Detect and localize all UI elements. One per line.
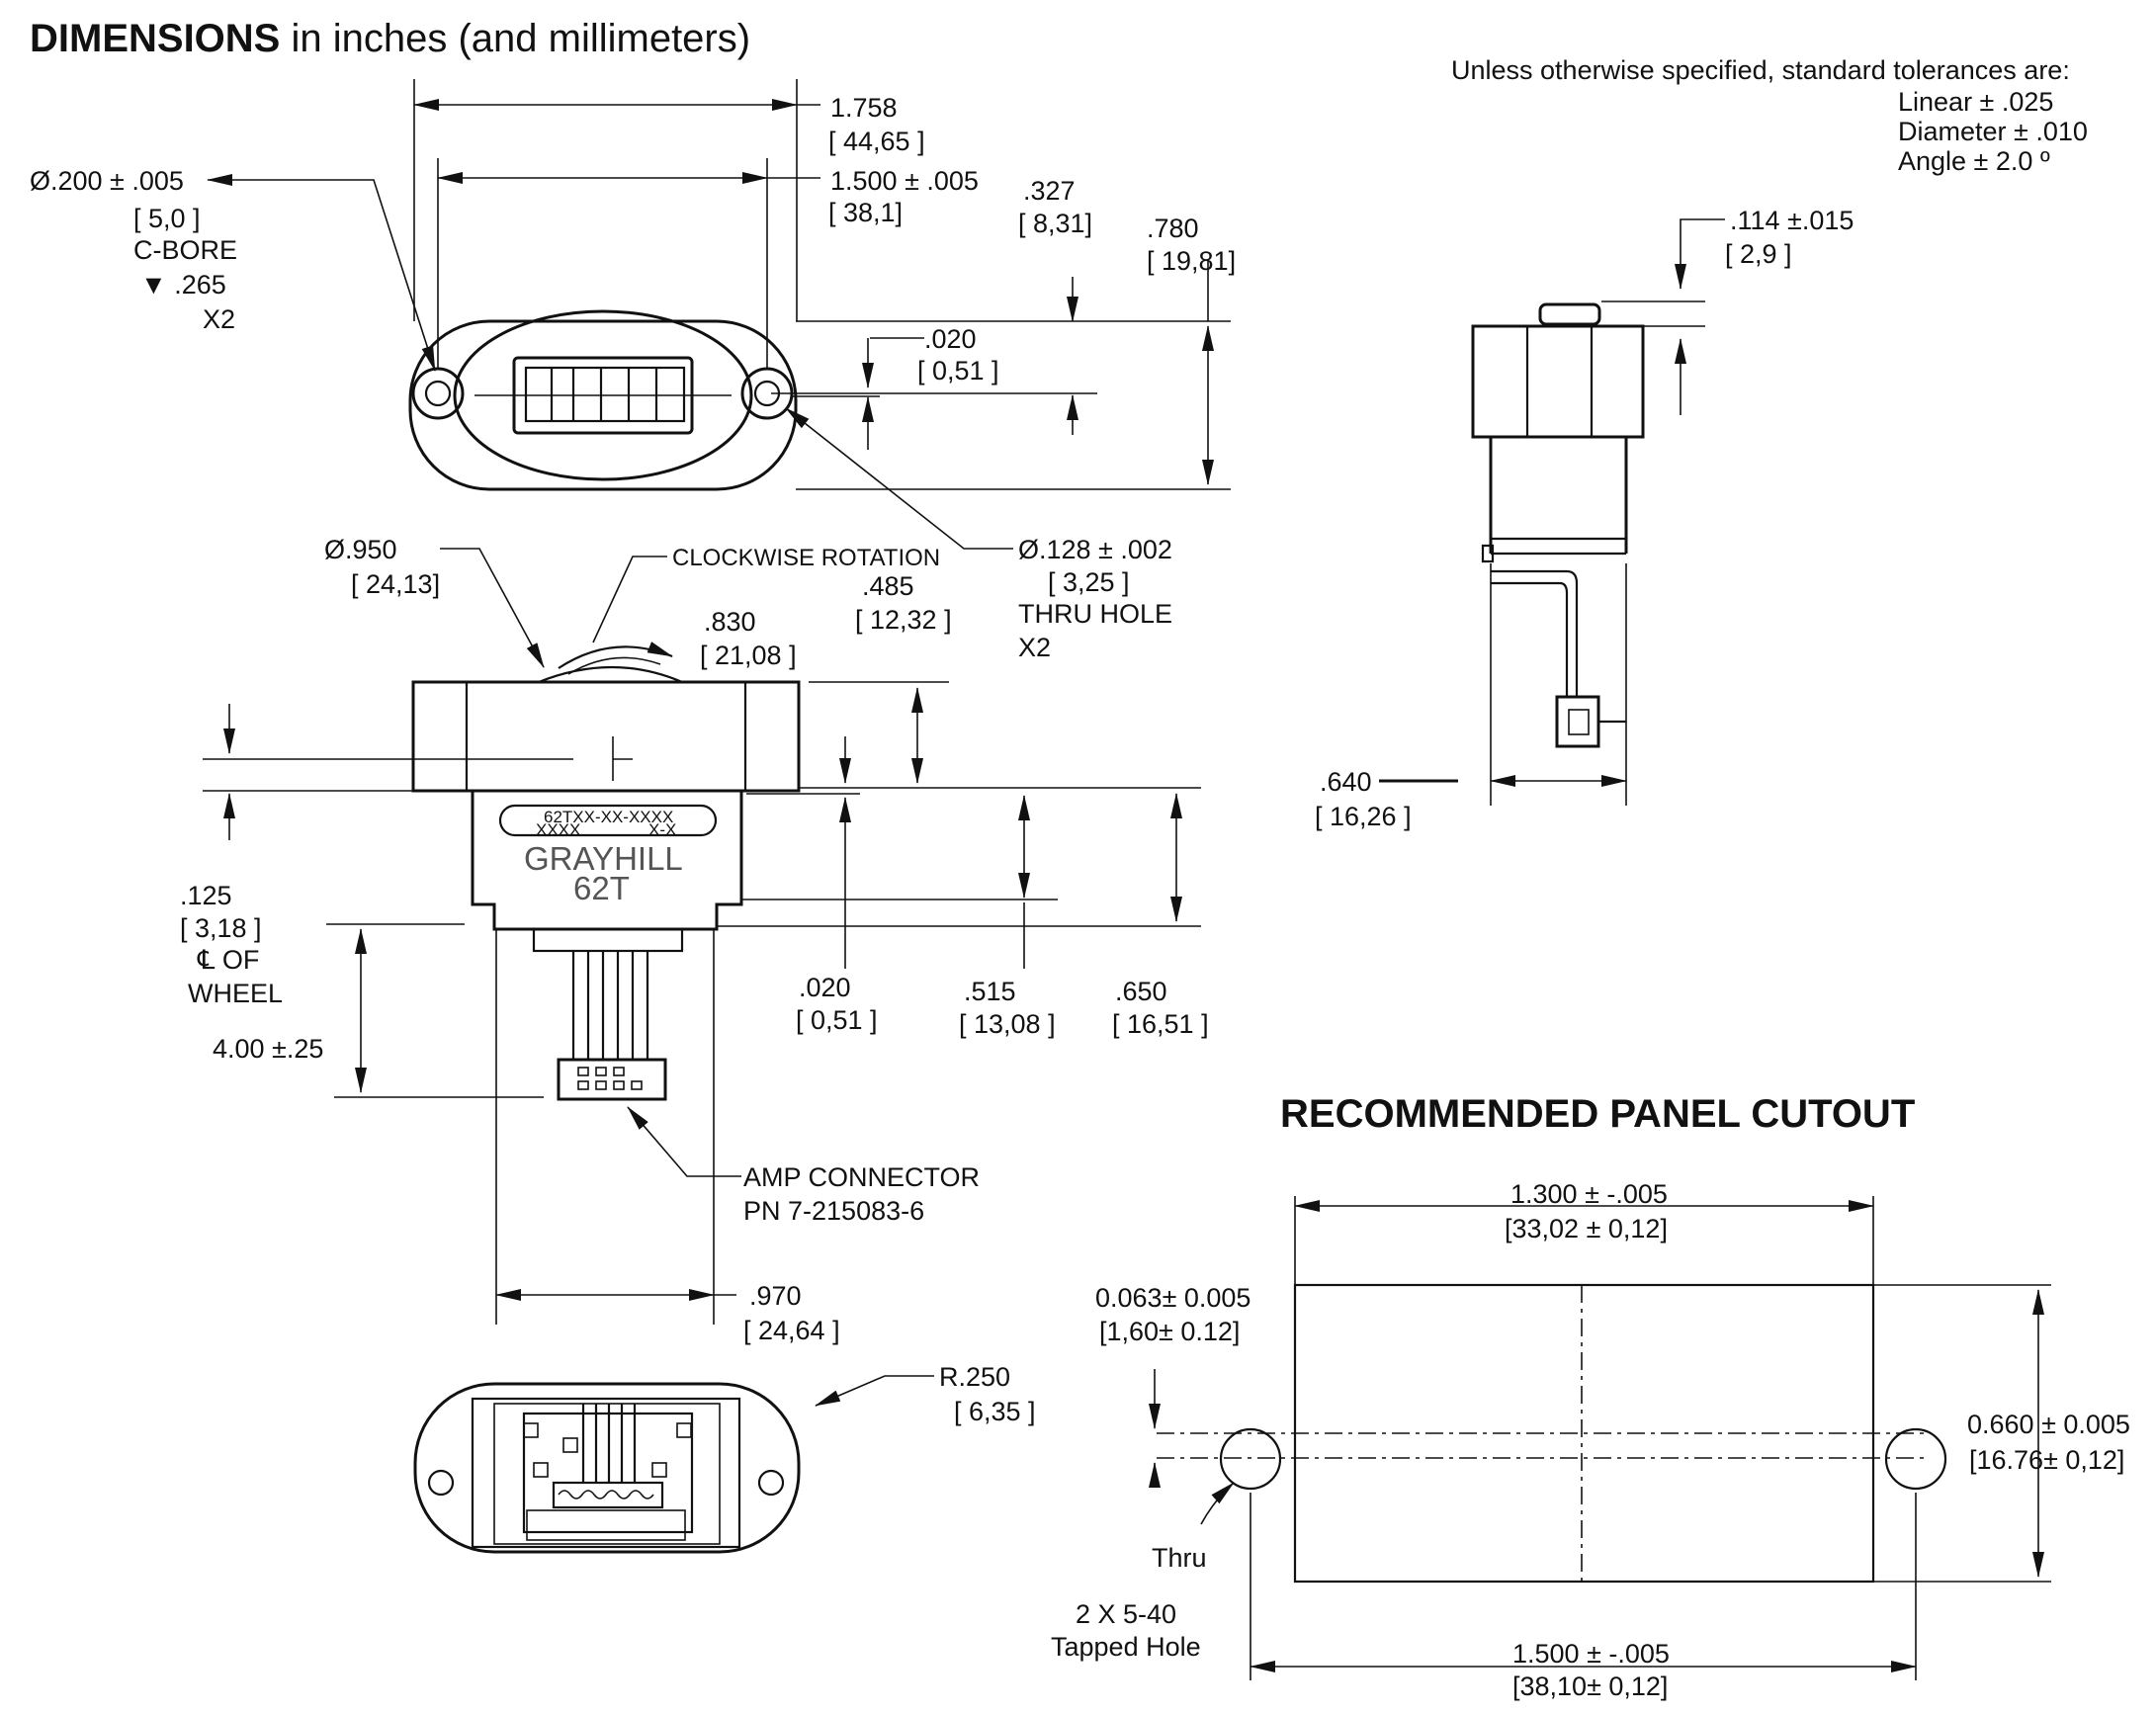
dim-640-mm: [ 16,26 ] bbox=[1315, 802, 1412, 831]
model-label: 62T bbox=[573, 870, 630, 906]
tapped-hole-left bbox=[1219, 1427, 1282, 1491]
rotation-arrow bbox=[558, 642, 673, 669]
thru-hole-dia-mm: [ 3,25 ] bbox=[1048, 567, 1130, 597]
dim-020-top-mm: [ 0,51 ] bbox=[917, 356, 999, 386]
dim-485: .485 bbox=[862, 571, 914, 601]
cutout-height-mm: [16.76± 0,12] bbox=[1969, 1445, 2124, 1475]
cutout-offset: 0.063± 0.005 bbox=[1095, 1283, 1250, 1313]
radius: R.250 bbox=[939, 1362, 1010, 1392]
dim-970: .970 bbox=[749, 1281, 802, 1311]
dim-830: .830 bbox=[704, 607, 756, 637]
dim-650: .650 bbox=[1115, 977, 1167, 1006]
hole-note-thru: Thru bbox=[1152, 1543, 1207, 1573]
centerline-label: ℄ OF bbox=[197, 945, 259, 975]
cutout-width: 1.300 ± -.005 bbox=[1510, 1179, 1668, 1209]
dim-830-mm: [ 21,08 ] bbox=[700, 641, 797, 670]
tolerance-diameter: Diameter ± .010 bbox=[1898, 117, 2088, 146]
dim-970-mm: [ 24,64 ] bbox=[743, 1316, 840, 1345]
top-view: 1.758 [ 44,65 ] 1.500 ± .005 [ 38,1] Ø.2… bbox=[30, 79, 1236, 662]
dim-327-mm: [ 8,31] bbox=[1018, 209, 1092, 238]
side-view: .114 ±.015 [ 2,9 ] .640 [ 16,26 ] bbox=[1315, 206, 1854, 831]
thru-hole-note: THRU HOLE bbox=[1018, 599, 1172, 629]
page-title: DIMENSIONS in inches (and millimeters) bbox=[30, 17, 750, 60]
bezel-oval bbox=[453, 309, 753, 481]
hole-note-size: 2 X 5-40 bbox=[1076, 1599, 1176, 1629]
wheel-dia-mm: [ 24,13] bbox=[351, 569, 440, 599]
dim-020-front: .020 bbox=[799, 973, 851, 1002]
dim-1758-mm: [ 44,65 ] bbox=[828, 127, 925, 156]
thru-hole-qty: X2 bbox=[1018, 633, 1051, 662]
bottom-view: R.250 [ 6,35 ] bbox=[413, 1362, 1036, 1554]
tolerance-linear: Linear ± .025 bbox=[1898, 87, 2053, 117]
dim-515: .515 bbox=[964, 977, 1016, 1006]
bottom-flange bbox=[413, 1382, 801, 1554]
dim-125: .125 bbox=[180, 881, 232, 910]
label-part: 62TXX-XX-XXXX bbox=[544, 808, 673, 826]
dim-515-mm: [ 13,08 ] bbox=[959, 1009, 1056, 1039]
dim-640: .640 bbox=[1320, 767, 1372, 797]
flange-body bbox=[411, 680, 801, 793]
dim-125-mm: [ 3,18 ] bbox=[180, 913, 262, 943]
hole-note-type: Tapped Hole bbox=[1051, 1632, 1201, 1662]
bottom-hole-left bbox=[427, 1469, 455, 1497]
dim-650-mm: [ 16,51 ] bbox=[1112, 1009, 1209, 1039]
dim-020-top: .020 bbox=[924, 324, 977, 354]
bottom-housing bbox=[471, 1397, 741, 1549]
cbore-depth: ▼ .265 bbox=[140, 270, 226, 300]
cutout-offset-mm: [1,60± 0.12] bbox=[1099, 1317, 1240, 1346]
bottom-hole-right bbox=[757, 1469, 785, 1497]
tapped-hole-right bbox=[1884, 1427, 1947, 1491]
side-connector bbox=[1555, 695, 1600, 748]
dim-114-mm: [ 2,9 ] bbox=[1725, 239, 1792, 269]
dim-780: .780 bbox=[1147, 214, 1199, 243]
cbore-dia: Ø.200 ± .005 bbox=[30, 166, 184, 196]
hole-spacing-mm: [38,10± 0,12] bbox=[1512, 1671, 1668, 1701]
panel-cutout: RECOMMENDED PANEL CUTOUT 1.300 ± -.005 [… bbox=[1051, 1092, 2130, 1701]
dim-1500-mm: [ 38,1] bbox=[828, 198, 903, 227]
radius-mm: [ 6,35 ] bbox=[954, 1397, 1036, 1426]
cutout-width-mm: [33,02 ± 0,12] bbox=[1505, 1214, 1668, 1243]
rotation-note: CLOCKWISE ROTATION bbox=[672, 545, 940, 571]
wheel-dia: Ø.950 bbox=[324, 535, 397, 564]
cable-collar bbox=[532, 927, 684, 953]
connector-pn: PN 7-215083-6 bbox=[743, 1196, 924, 1226]
cbore-dia-mm: [ 5,0 ] bbox=[133, 204, 201, 233]
cable-length: 4.00 ±.25 bbox=[213, 1034, 323, 1064]
thru-hole-left bbox=[424, 380, 452, 407]
flange-outline bbox=[408, 319, 798, 491]
dim-327: .327 bbox=[1023, 176, 1076, 206]
cbore-note: C-BORE bbox=[133, 235, 237, 265]
hole-spacing: 1.500 ± -.005 bbox=[1512, 1639, 1670, 1669]
tolerance-intro: Unless otherwise specified, standard tol… bbox=[1451, 55, 2070, 85]
label-plate bbox=[498, 804, 718, 837]
dim-114: .114 ±.015 bbox=[1730, 206, 1854, 235]
side-flange bbox=[1471, 324, 1645, 439]
bottom-connector bbox=[552, 1481, 664, 1509]
side-wheel-top bbox=[1538, 302, 1601, 326]
cutout-title: RECOMMENDED PANEL CUTOUT bbox=[1280, 1092, 1915, 1136]
tolerance-notes: Unless otherwise specified, standard tol… bbox=[1451, 55, 2088, 176]
amp-connector bbox=[557, 1058, 667, 1101]
dim-780-mm: [ 19,81] bbox=[1147, 246, 1236, 276]
dim-1500: 1.500 ± .005 bbox=[830, 166, 979, 196]
connector-note: AMP CONNECTOR bbox=[743, 1162, 980, 1192]
wheel-hump bbox=[538, 665, 683, 684]
dim-485-mm: [ 12,32 ] bbox=[855, 605, 952, 635]
tolerance-angle: Angle ± 2.0 º bbox=[1898, 146, 2050, 176]
front-view: 62TXX-XX-XXXX XXXX X-X GRAYHILL 62T Ø.95… bbox=[180, 535, 1209, 1345]
brand-label: GRAYHILL bbox=[524, 840, 683, 877]
dim-020-front-mm: [ 0,51 ] bbox=[796, 1005, 878, 1035]
wheel-window-inner bbox=[524, 366, 686, 423]
wheel-label: WHEEL bbox=[188, 979, 283, 1008]
dim-1758: 1.758 bbox=[830, 93, 898, 123]
label-sub-right: X-X bbox=[648, 820, 676, 839]
cbore-qty: X2 bbox=[203, 304, 235, 334]
thru-hole-dia: Ø.128 ± .002 bbox=[1018, 535, 1172, 564]
label-sub-left: XXXX bbox=[536, 820, 580, 839]
cutout-height: 0.660 ± 0.005 bbox=[1967, 1410, 2130, 1439]
